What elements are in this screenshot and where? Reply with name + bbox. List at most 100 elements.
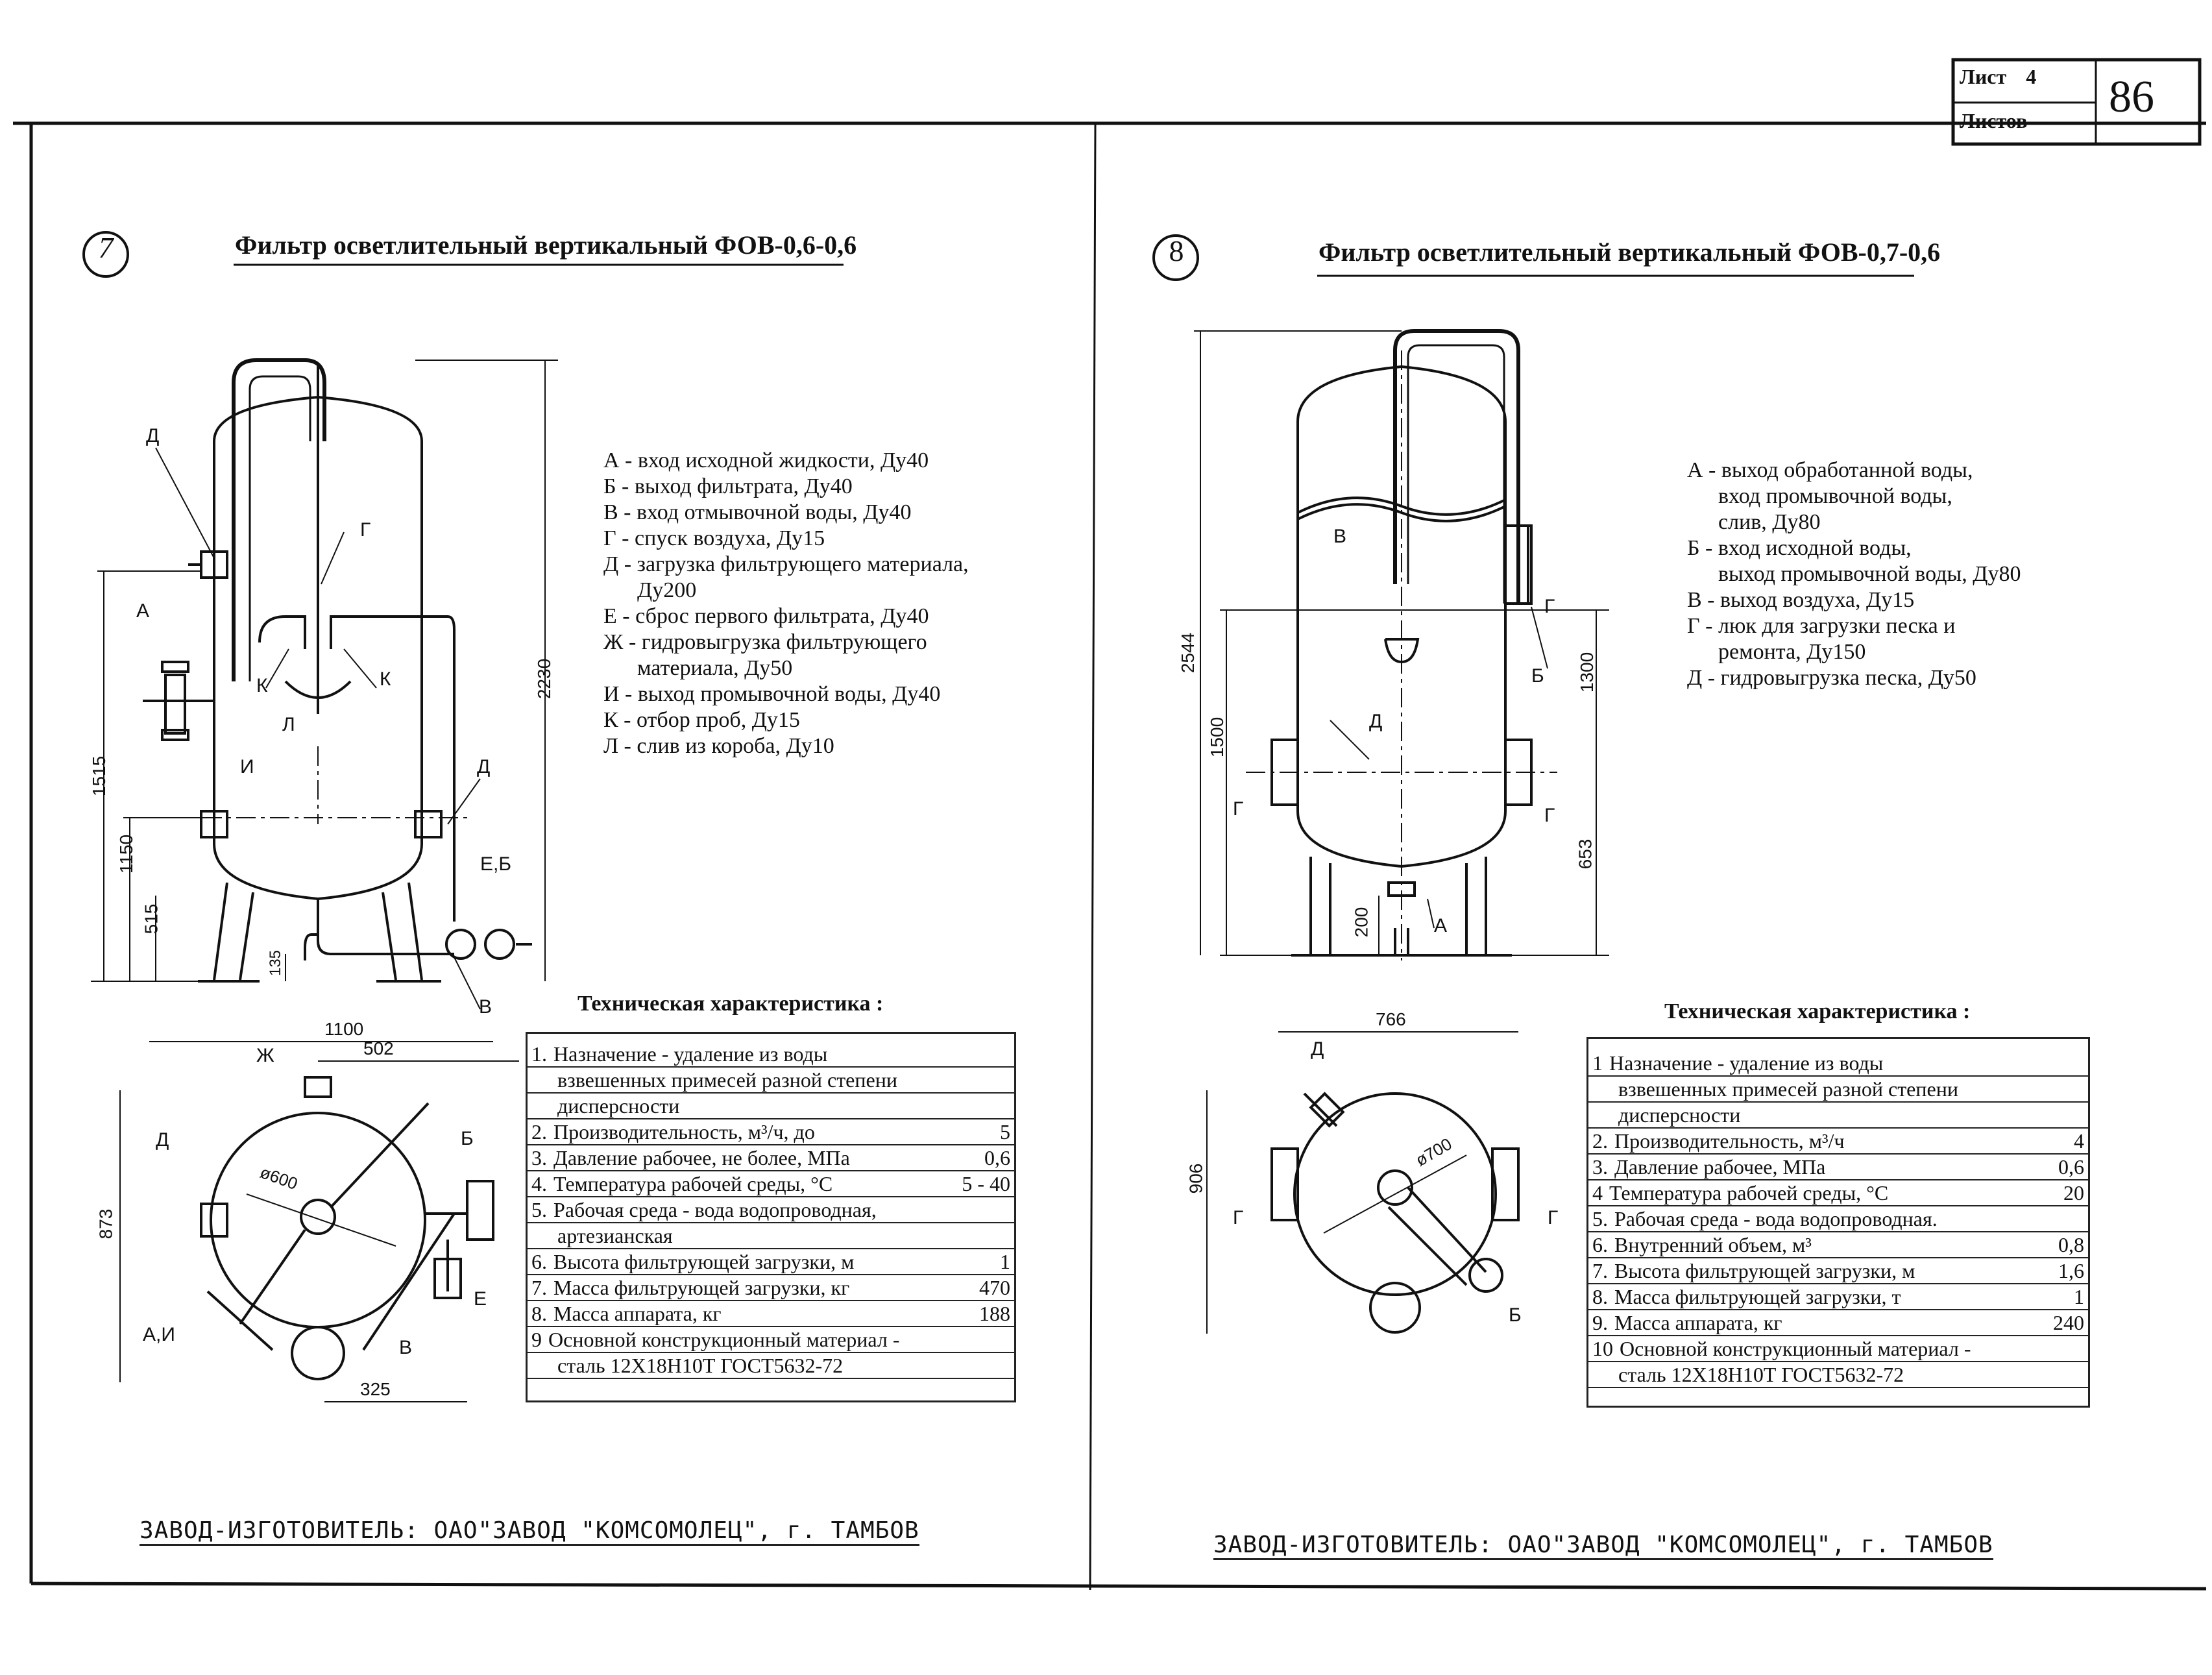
dim-325: 325 [360, 1379, 391, 1399]
label-EB: Е,Б [480, 853, 512, 875]
left-tech-header: Техническая характеристика : [577, 992, 884, 1016]
label-V: В [1333, 526, 1347, 547]
label-D2: Д [1311, 1038, 1324, 1060]
spec-text: 8.Масса фильтрующей загрузки, т [1588, 1284, 2043, 1310]
left-number: 7 [98, 231, 114, 264]
spec-text: 2.Производительность, м³/ч, до [528, 1119, 951, 1145]
spec-value: 5 [951, 1119, 1014, 1145]
spec-text: 8.Масса аппарата, кг [528, 1301, 951, 1327]
label-G4: Г [1233, 1207, 1244, 1229]
legend-item: Л - слив из короба, Ду10 [603, 734, 834, 758]
dim-200: 200 [1351, 907, 1372, 938]
spec-label: сталь 12Х18Н10Т ГОСТ5632-72 [557, 1354, 844, 1377]
spec-text: 7.Высота фильтрующей загрузки, м [1588, 1258, 2043, 1284]
spec-text: 6.Высота фильтрующей загрузки, м [528, 1249, 951, 1275]
spec-text: 9.Масса аппарата, кг [1588, 1310, 2043, 1336]
spec-value: 1 [951, 1249, 1014, 1275]
spec-text: 1.Назначение - удаление из воды [528, 1042, 951, 1068]
label-E: Е [474, 1288, 487, 1310]
label-B2: Б [1509, 1304, 1522, 1326]
sheets-label: Листов- [1960, 109, 2047, 132]
legend-item: Ду200 [637, 578, 697, 602]
spec-text: 4.Температура рабочей среды, °С [528, 1171, 951, 1197]
spec-label: дисперсности [1618, 1103, 1741, 1127]
label-V: В [479, 996, 492, 1018]
spec-row: сталь 12Х18Н10Т ГОСТ5632-72 [1588, 1362, 2088, 1388]
spec-text: 10 Основной конструкционный материал - [1588, 1336, 2043, 1362]
spec-value: 240 [2042, 1310, 2088, 1336]
spec-value: 4 [2042, 1128, 2088, 1155]
spec-value [951, 1223, 1014, 1249]
spec-value [951, 1352, 1014, 1379]
spec-value [2042, 1362, 2088, 1388]
spec-value [951, 1197, 1014, 1223]
legend-item: К - отбор проб, Ду15 [603, 708, 800, 732]
legend-item: Б - вход исходной воды, [1687, 536, 1912, 560]
spec-number: 9. [1592, 1311, 1608, 1334]
right-tech-header: Техническая характеристика : [1664, 999, 1971, 1023]
spec-number: 1. [531, 1042, 547, 1066]
spec-text: взвешенных примесей разной степени [528, 1067, 951, 1094]
spec-text: сталь 12Х18Н10Т ГОСТ5632-72 [1588, 1362, 2043, 1388]
spec-number: 6. [531, 1250, 547, 1273]
spec-value: 188 [951, 1301, 1014, 1327]
spec-label: артезианская [557, 1224, 673, 1247]
label-K2: К [380, 668, 391, 690]
spec-label: Основной конструкционный материал - [1620, 1337, 1971, 1360]
spec-number: 2. [1592, 1129, 1608, 1153]
right-vessel-body [1296, 365, 1507, 868]
label-D3: Д [156, 1129, 169, 1151]
spec-label: Производительность, м³/ч, до [553, 1120, 815, 1143]
spec-number: 9 [531, 1328, 542, 1351]
spec-text: 5.Рабочая среда - вода водопроводная, [528, 1197, 951, 1223]
spec-text: взвешенных примесей разной степени [1588, 1076, 2043, 1103]
legend-item: Б - выход фильтрата, Ду40 [603, 474, 853, 498]
label-ZH: Ж [256, 1045, 274, 1066]
spec-value: 5 - 40 [951, 1171, 1014, 1197]
spec-label: Давление рабочее, МПа [1614, 1155, 1826, 1179]
spec-text: 6.Внутренний объем, м³ [1588, 1232, 2043, 1258]
label-A: А [1434, 915, 1448, 936]
dim-2544: 2544 [1178, 632, 1198, 674]
label-G: Г [360, 519, 371, 541]
spec-row: сталь 12Х18Н10Т ГОСТ5632-72 [528, 1352, 1014, 1379]
spec-row: 5.Рабочая среда - вода водопроводная. [1588, 1206, 2088, 1232]
spec-text: дисперсности [528, 1093, 951, 1119]
spec-number: 10 [1592, 1337, 1613, 1360]
spec-label: Температура рабочей среды, °С [553, 1172, 833, 1195]
spec-row: артезианская [528, 1223, 1014, 1249]
legend-item: Д - гидровыгрузка песка, Ду50 [1687, 666, 1976, 690]
spec-value: 470 [951, 1275, 1014, 1301]
spec-value [2042, 1206, 2088, 1232]
left-legend: А - вход исходной жидкости, Ду40 Б - вых… [603, 448, 969, 759]
dim-1300: 1300 [1577, 652, 1598, 693]
spec-label: взвешенных примесей разной степени [557, 1068, 897, 1092]
sheet-number: 4 [2026, 65, 2037, 88]
spec-label: Масса аппарата, кг [553, 1302, 722, 1325]
spec-text: 7.Масса фильтрующей загрузки, кг [528, 1275, 951, 1301]
dim-1100: 1100 [324, 1019, 364, 1039]
spec-number: 1 [1592, 1051, 1603, 1075]
spec-text: 3.Давление рабочее, МПа [1588, 1154, 2043, 1180]
spec-value: 1,6 [2042, 1258, 2088, 1284]
legend-item: А - выход обработанной воды, [1687, 458, 1973, 482]
spec-row: 5.Рабочая среда - вода водопроводная, [528, 1197, 1014, 1223]
legend-item: Е - сброс первого фильтрата, Ду40 [603, 604, 929, 628]
spec-label: Высота фильтрующей загрузки, м [1614, 1259, 1915, 1282]
dim-906: 906 [1185, 1163, 1206, 1194]
label-G1: Г [1544, 596, 1555, 617]
legend-item: материала, Ду50 [637, 656, 793, 680]
spec-number: 5. [1592, 1207, 1608, 1230]
